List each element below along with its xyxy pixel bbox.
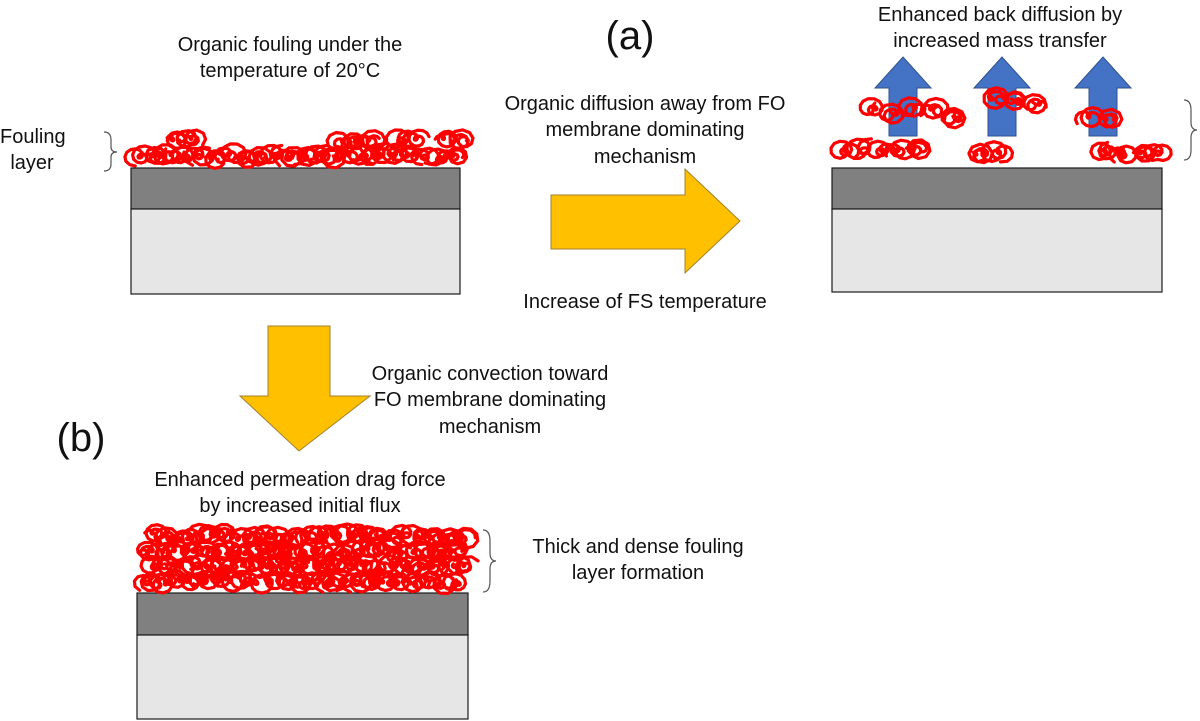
foulant-coil-icon (162, 568, 189, 589)
foulant-coil-icon (384, 128, 416, 150)
permeation-drag-label: Enhanced permeation drag force by increa… (154, 469, 446, 518)
foulant-coil-icon (425, 147, 451, 167)
foulant-coil-icon (340, 538, 374, 562)
foulant-coil-icon (1073, 106, 1105, 129)
foulant-coil-icon (446, 526, 480, 550)
foulant-coil-icon (980, 140, 1015, 164)
brace-icon (1183, 99, 1198, 161)
foulant-coil-icon (136, 540, 160, 562)
foulant-coil-icon (191, 539, 218, 559)
foulant-coil-icon (123, 144, 158, 168)
foulant-coil-icon (388, 523, 425, 547)
membrane-initial (130, 167, 461, 295)
foulant-coil-icon (442, 146, 469, 166)
foulant-coil-icon (170, 145, 195, 165)
fs-temperature-label: Increase of FS temperature (523, 291, 767, 313)
foulant-coil-icon (289, 573, 313, 595)
foulant-coil-icon (967, 142, 994, 165)
foulant-coil-icon (290, 145, 320, 167)
active-layer (130, 167, 461, 210)
panel-a-label: (a) (605, 14, 655, 58)
foulant-coil-icon (329, 569, 355, 589)
foulant-coil-icon (208, 555, 235, 577)
fouling-layer-initial (123, 128, 475, 170)
process-arrow-icon (550, 167, 741, 275)
foulant-coil-icon (139, 554, 172, 575)
foulant-coil-icon (940, 106, 967, 130)
foulant-coil-icon (421, 557, 450, 578)
foulant-coil-icon (1003, 90, 1026, 111)
foulant-coil-icon (241, 525, 268, 548)
foulant-coil-icon (1142, 143, 1173, 163)
foulant-coil-icon (401, 571, 428, 594)
convection-mechanism-label: Organic convection toward FO membrane do… (371, 363, 609, 438)
foulant-coil-icon (382, 142, 409, 165)
foulant-coil-icon (1108, 144, 1138, 165)
foulant-coil-icon (1089, 140, 1117, 162)
foulant-coil-icon (442, 538, 469, 562)
initial-condition-label: Organic fouling under the temperature of… (177, 34, 403, 83)
foulant-coil-icon (229, 568, 255, 590)
foulant-coil-icon (148, 572, 174, 595)
diffusion-arrow-icon (873, 56, 933, 137)
fouling-layer-panel-a (829, 86, 1173, 165)
support-layer (831, 208, 1163, 293)
foulant-coil-icon (175, 128, 208, 149)
back-diffusion-label: Enhanced back diffusion by increased mas… (877, 4, 1123, 53)
brace-icon (482, 529, 497, 593)
foulant-coil-icon (865, 139, 897, 160)
fouling-layer-panel-b (132, 522, 480, 595)
foulant-coil-icon (247, 146, 273, 167)
foulant-coil-icon (144, 145, 168, 165)
foulant-coil-icon (858, 97, 884, 117)
brace-icon (103, 131, 118, 172)
support-layer (136, 634, 469, 720)
foulant-coil-icon (253, 524, 279, 547)
foulant-coil-icon (312, 570, 348, 594)
foulant-coil-icon (179, 541, 200, 560)
support-layer (130, 208, 461, 295)
foulant-coil-icon (829, 139, 861, 160)
foulant-coil-icon (433, 129, 458, 149)
foulant-coil-icon (437, 527, 463, 548)
thick-layer-label: Thick and dense fouling layer formation (532, 536, 744, 585)
foulant-coil-icon (878, 102, 905, 125)
active-layer (136, 592, 469, 636)
process-arrow-icon (238, 325, 372, 452)
foulant-coil-icon (312, 542, 348, 566)
foulant-coil-icon (401, 128, 431, 149)
foulant-coil-icon (367, 526, 389, 547)
membrane-panel-b (136, 592, 469, 720)
foulant-coil-icon (307, 524, 341, 545)
foulant-coil-icon (904, 138, 932, 161)
foulant-coil-icon (1022, 93, 1048, 115)
foulant-coil-icon (897, 96, 927, 118)
membrane-panel-a (831, 167, 1163, 293)
foulant-coil-icon (1097, 107, 1124, 129)
foulant-coil-icon (441, 572, 468, 592)
foulant-coil-icon (222, 527, 257, 549)
foulant-coil-icon (231, 149, 258, 169)
foulant-coil-icon (982, 86, 1010, 110)
foulant-coil-icon (845, 137, 873, 160)
fouling-layer-label: Fouling layer (0, 126, 66, 175)
foulant-coil-icon (413, 540, 441, 560)
foulant-coil-icon (183, 145, 215, 167)
active-layer (831, 167, 1163, 210)
foulant-coil-icon (448, 128, 475, 150)
foulant-coil-icon (333, 522, 369, 545)
foulant-coil-icon (325, 131, 353, 151)
panel-b-label: (b) (56, 416, 106, 460)
diffusion-mechanism-label: Organic diffusion away from FO membrane … (504, 93, 786, 168)
